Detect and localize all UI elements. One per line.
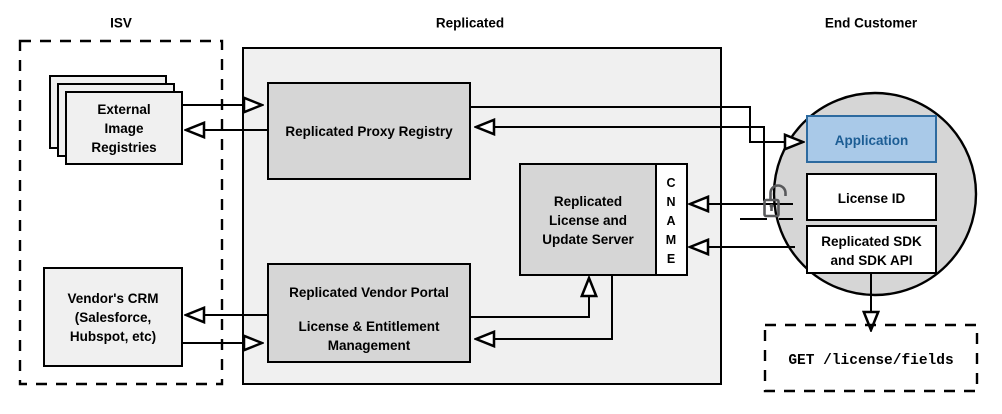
- application-box: [806, 115, 937, 163]
- proxy-registry-label: Replicated Proxy Registry: [285, 124, 453, 139]
- license-id-box: [806, 173, 937, 221]
- edge-update-server-to-vendor-portal: [476, 275, 613, 339]
- license-update-server-label-line1: Replicated: [554, 194, 622, 209]
- license-update-server-box: [519, 163, 657, 276]
- node-replicated-vendor-portal[interactable]: Replicated Vendor Portal License & Entit…: [267, 263, 471, 363]
- api-request-label: GET /license/fields: [788, 353, 953, 369]
- license-update-server-label-line3: Update Server: [542, 232, 634, 247]
- vendors-crm-label-line2: (Salesforce,: [75, 310, 152, 325]
- license-id-label: License ID: [838, 191, 906, 206]
- vendors-crm-label-line1: Vendor's CRM: [68, 291, 159, 306]
- cname-tab: [655, 163, 688, 276]
- edge-customer-to-proxy: [476, 127, 765, 201]
- cname-letter-a: A: [666, 214, 675, 228]
- cname-letter-m: M: [666, 233, 676, 247]
- replicated-sdk-label-line2: and SDK API: [830, 253, 912, 268]
- replicated-sdk-label-line1: Replicated SDK: [821, 234, 922, 249]
- cname-letter-e: E: [667, 252, 675, 266]
- vendor-portal-label-line1: Replicated Vendor Portal: [289, 285, 449, 300]
- vendors-crm-box: [43, 267, 183, 367]
- node-external-image-registries[interactable]: External Image Registries: [49, 75, 183, 165]
- replicated-sdk-box: [806, 225, 937, 274]
- unlock-keyhole: [769, 204, 774, 208]
- node-replicated-proxy-registry[interactable]: Replicated Proxy Registry: [267, 82, 471, 180]
- node-replicated-sdk[interactable]: Replicated SDK and SDK API: [806, 225, 937, 274]
- unlock-icon: [763, 184, 787, 218]
- application-label: Application: [835, 133, 909, 148]
- registries-stack-front: [65, 91, 183, 165]
- edge-proxy-to-application: [470, 106, 803, 142]
- node-replicated-license-update-server[interactable]: Replicated License and Update Server C N…: [519, 163, 688, 276]
- registries-label-line1: External: [97, 102, 150, 117]
- zone-title-end-customer: End Customer: [825, 16, 918, 31]
- node-vendors-crm[interactable]: Vendor's CRM (Salesforce, Hubspot, etc): [43, 267, 183, 367]
- proxy-registry-box: [267, 82, 471, 180]
- api-request-boundary: [763, 323, 979, 393]
- node-license-id[interactable]: License ID: [806, 173, 937, 221]
- cname-letter-n: N: [666, 195, 675, 209]
- unlock-body: [763, 198, 780, 218]
- zone-title-replicated: Replicated: [436, 16, 504, 31]
- registries-label-line3: Registries: [91, 140, 156, 155]
- license-update-server-label-line2: License and: [549, 213, 627, 228]
- vendor-portal-box: [267, 263, 471, 363]
- registries-label-line2: Image: [104, 121, 144, 136]
- cname-letter-c: C: [666, 176, 675, 190]
- isv-zone-boundary: [18, 39, 224, 386]
- node-api-request[interactable]: GET /license/fields: [763, 323, 979, 393]
- edge-vendor-portal-to-update-server: [470, 278, 589, 318]
- vendors-crm-label-line3: Hubspot, etc): [70, 329, 156, 344]
- node-application[interactable]: Application: [806, 115, 937, 163]
- zone-title-isv: ISV: [110, 16, 132, 31]
- vendor-portal-label-line2: License & Entitlement: [298, 319, 440, 334]
- vendor-portal-label-line3: Management: [328, 338, 411, 353]
